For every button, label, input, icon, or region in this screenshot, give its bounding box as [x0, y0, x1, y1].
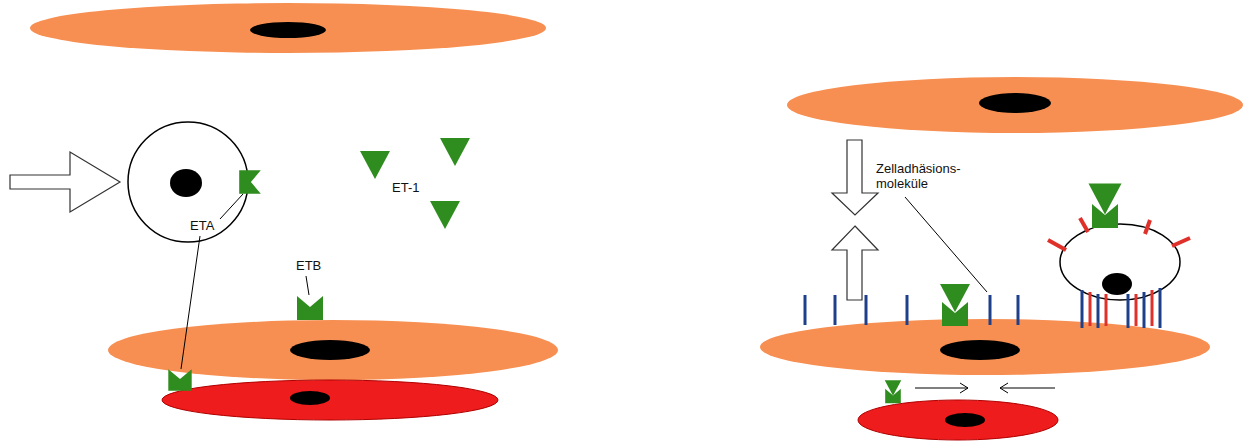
adhesion-molecules — [805, 295, 1018, 325]
hollow-arrow — [10, 152, 120, 212]
cell-nucleus — [250, 22, 326, 38]
adhesion-molecule — [1105, 294, 1108, 326]
leader-line — [181, 236, 200, 369]
adhesion-molecule — [1097, 294, 1100, 328]
endothelial-cell — [108, 320, 558, 380]
adhesion-molecule — [1017, 295, 1020, 325]
eta-receptor — [239, 170, 261, 193]
cell-nucleus — [290, 340, 370, 360]
receptor-label: ET-1 — [392, 180, 419, 195]
cell-nucleus — [979, 93, 1051, 113]
adhesion-molecule — [1135, 294, 1138, 326]
et1-ligand — [430, 201, 460, 229]
et1-ligand — [1089, 184, 1122, 215]
adhesion-molecule — [1127, 294, 1130, 328]
adhesion-molecule — [804, 295, 807, 325]
receptor-label: ETB — [296, 258, 321, 273]
hollow-arrow — [832, 140, 878, 215]
smooth-muscle-cell — [162, 380, 498, 420]
leader-line — [905, 197, 987, 292]
smooth-muscle-cell — [858, 400, 1058, 440]
adhesion-molecule — [1151, 290, 1154, 326]
et1-ligand — [360, 151, 390, 179]
adhesion-molecule — [1089, 292, 1092, 326]
adhesion-molecules — [1048, 218, 1190, 250]
hollow-arrow — [832, 226, 878, 300]
et1-ligand — [885, 380, 902, 395]
adhesion-molecule — [1080, 218, 1088, 232]
eta-receptor — [168, 369, 191, 391]
adhesion-molecule — [1143, 292, 1146, 328]
cell-nucleus — [940, 340, 1020, 360]
et1-ligand — [940, 284, 970, 312]
adhesion-molecule — [1048, 240, 1066, 250]
cell-nucleus — [170, 169, 202, 197]
adhesion-molecule — [1081, 290, 1084, 328]
endothelial-cell — [787, 77, 1243, 133]
callout-label: Zelladhäsions- moleküle — [876, 161, 972, 191]
cell-nucleus — [1102, 273, 1132, 295]
adhesion-molecule — [906, 295, 909, 325]
leukocyte — [128, 122, 248, 242]
endothelial-cell — [30, 3, 546, 53]
etb-receptor — [297, 296, 323, 320]
leader-line — [220, 194, 243, 219]
et1-ligand — [440, 138, 470, 166]
cell-nucleus — [945, 413, 985, 427]
cell-nucleus — [290, 391, 330, 405]
receptor-label: ETA — [190, 218, 214, 233]
leukocyte — [1060, 224, 1180, 300]
contraction-arrow — [915, 383, 968, 393]
adhesion-molecule — [1172, 238, 1190, 246]
leader-line — [306, 276, 309, 295]
adhesion-molecule — [1159, 288, 1162, 328]
adhesion-molecule — [834, 295, 837, 325]
contraction-arrow — [1000, 383, 1055, 393]
adhesion-molecules — [1082, 288, 1160, 328]
adhesion-molecule — [989, 295, 992, 325]
adhesion-molecule — [865, 295, 868, 325]
adhesion-molecule — [1145, 220, 1150, 234]
